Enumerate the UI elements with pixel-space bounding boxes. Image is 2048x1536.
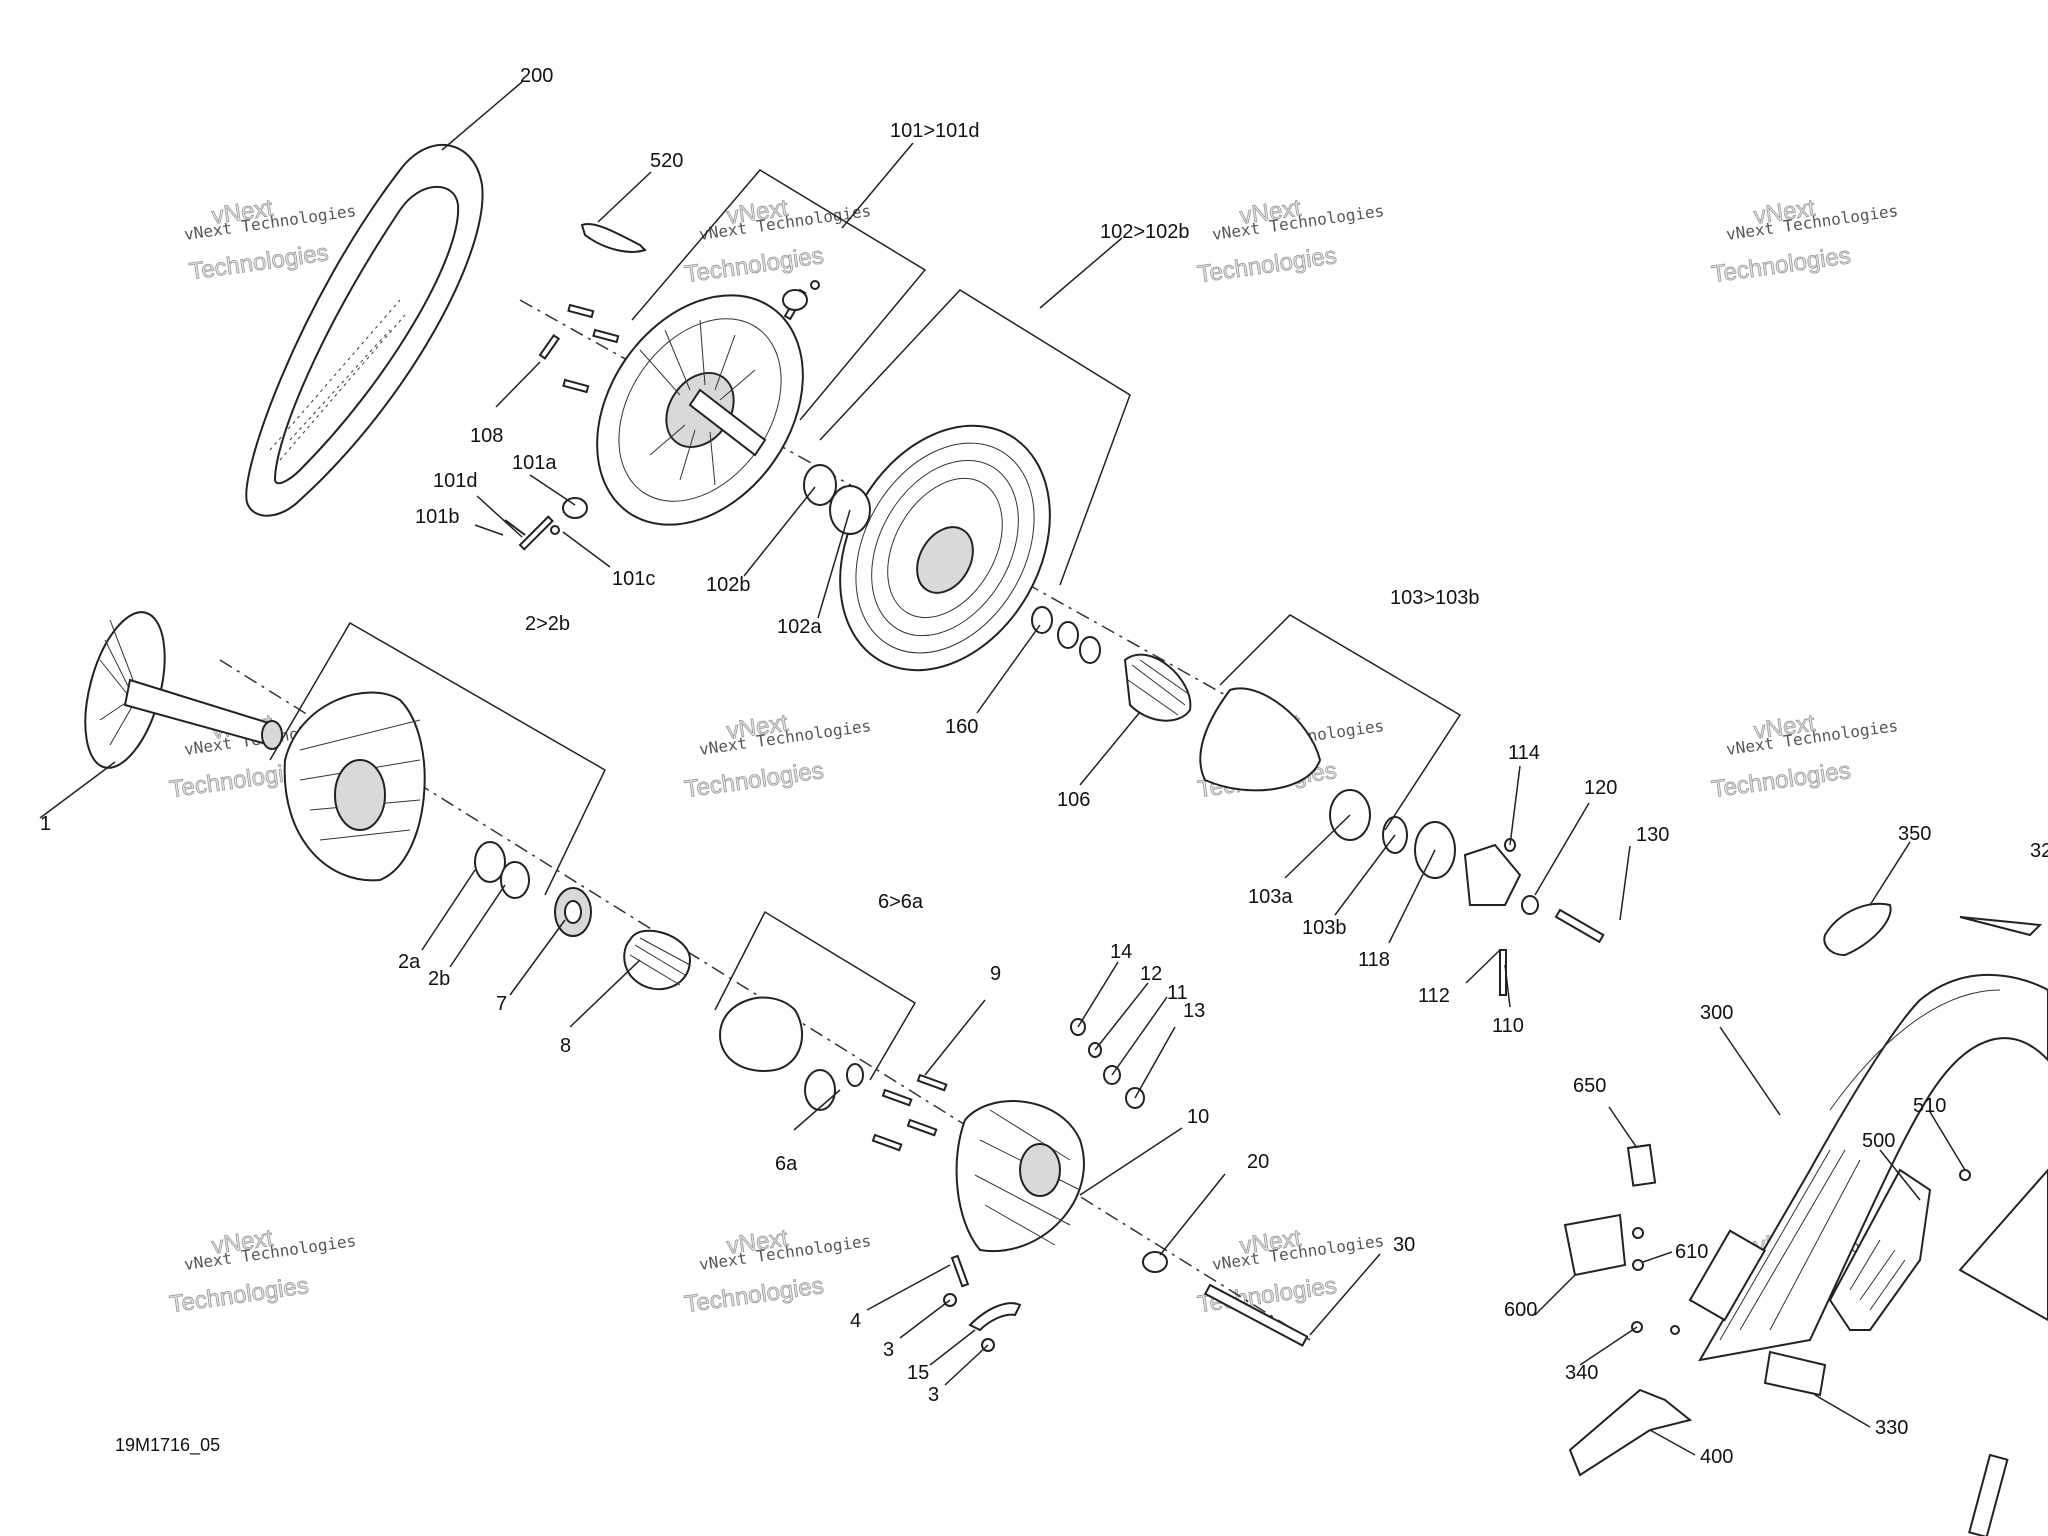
- watermark-text: Technologies: [683, 1272, 826, 1318]
- callout-label: 101a: [512, 452, 557, 474]
- watermark-text: Technologies: [188, 239, 331, 285]
- callout-label: 160: [945, 716, 978, 738]
- callout-label: 300: [1700, 1002, 1733, 1024]
- watermark-text: Technologies: [1710, 242, 1853, 288]
- callout-label: 120: [1584, 777, 1617, 799]
- callout-label: 10: [1187, 1106, 1209, 1128]
- watermark-text: Technologies: [1196, 242, 1339, 288]
- callout-label: 108: [470, 425, 503, 447]
- callout-label: 106: [1057, 789, 1090, 811]
- watermark: Technologies vNext vNext Technologies: [1709, 709, 1899, 804]
- watermark-text: Technologies: [168, 1272, 311, 1318]
- callout-label: 1: [40, 813, 51, 835]
- callout-label: 6a: [775, 1153, 798, 1175]
- callout-label: 103>103b: [1390, 587, 1480, 609]
- bracket-101: [631, 169, 927, 421]
- bracket-6: [714, 910, 917, 1081]
- watermark-text: Technologies: [1710, 757, 1853, 803]
- callout-label: 102b: [706, 574, 751, 596]
- callout-label: 650: [1573, 1075, 1606, 1097]
- callout-label: 400: [1700, 1446, 1733, 1468]
- callout-label: 12: [1140, 963, 1162, 985]
- driven-pulley-sliding-half: [839, 424, 1051, 672]
- callout-label: 20: [1247, 1151, 1269, 1173]
- callout-label: 520: [650, 150, 683, 172]
- callout-label: 200: [520, 65, 553, 87]
- callout-label: 118: [1358, 949, 1390, 971]
- callout-label: 600: [1504, 1299, 1537, 1321]
- watermark-text: Technologies: [683, 757, 826, 803]
- bracket-102: [819, 289, 1131, 586]
- driven-pulley-fixed-half: [596, 294, 804, 526]
- callout-label: 340: [1565, 1362, 1598, 1384]
- callout-label: 101d: [433, 470, 478, 492]
- callout-labels: 200 520 101>101d 102>102b 108 101d 101a …: [40, 65, 2048, 1468]
- callout-label: 114: [1508, 742, 1540, 764]
- belt-guard-assembly: [1563, 902, 2048, 1536]
- callout-label: 6>6a: [878, 891, 924, 913]
- watermark-text: Technologies: [683, 242, 826, 288]
- callout-label: 3: [928, 1384, 939, 1406]
- callout-label: 2>2b: [525, 613, 570, 635]
- drive-belt: [245, 143, 484, 517]
- callout-label: 30: [1393, 1234, 1415, 1256]
- callout-label: 9: [990, 963, 1001, 985]
- callout-label: 112: [1418, 985, 1450, 1007]
- callout-label: 103b: [1302, 917, 1347, 939]
- callout-label: 500: [1862, 1130, 1895, 1152]
- callout-label: 510: [1913, 1095, 1946, 1117]
- watermark: Technologies vNext vNext Technologies: [682, 1224, 872, 1319]
- callout-label: 2a: [398, 951, 421, 973]
- callout-label: 102>102b: [1100, 221, 1190, 243]
- callout-label: 101b: [415, 506, 460, 528]
- callout-label: 101>101d: [890, 120, 980, 142]
- watermark: Technologies vNext vNext Technologies: [167, 1224, 357, 1319]
- leader-lines: [39, 81, 1966, 1456]
- callout-label: 103a: [1248, 886, 1293, 908]
- driven-pulley-axis: [519, 299, 1271, 721]
- callout-label: 15: [907, 1362, 929, 1384]
- callout-label: 130: [1636, 824, 1669, 846]
- callout-label: 110: [1492, 1015, 1524, 1037]
- callout-label: 610: [1675, 1241, 1708, 1263]
- watermark: Technologies vNext vNext Technologies: [682, 194, 872, 289]
- drawing-code: 19M1716_05: [115, 1435, 220, 1456]
- bracket-103: [1219, 614, 1462, 831]
- watermark: Technologies vNext vNext Technologies: [682, 709, 872, 804]
- callout-label: 2b: [428, 968, 450, 990]
- watermark: Technologies vNext vNext Technologies: [1195, 1224, 1385, 1319]
- callout-label: 11: [1167, 982, 1188, 1004]
- callout-label: 8: [560, 1035, 571, 1057]
- callout-label: 32: [2030, 840, 2048, 862]
- callout-label: 4: [850, 1310, 861, 1332]
- callout-label: 7: [496, 993, 507, 1015]
- watermark-text: vNext: [1752, 710, 1817, 745]
- callout-label: 3: [883, 1339, 894, 1361]
- watermark: Technologies vNext vNext Technologies: [1709, 194, 1899, 289]
- group-brackets: [269, 169, 1462, 1081]
- bracket-2: [269, 621, 606, 896]
- callout-label: 102a: [777, 616, 822, 638]
- callout-label: 350: [1898, 823, 1931, 845]
- callout-label: 13: [1183, 1000, 1205, 1022]
- watermark: Technologies vNext vNext Technologies: [1195, 194, 1385, 289]
- callout-label: 14: [1110, 941, 1132, 963]
- drive-pulley: [84, 611, 1309, 1352]
- callout-label: 330: [1875, 1417, 1908, 1439]
- callout-label: 101c: [612, 568, 655, 590]
